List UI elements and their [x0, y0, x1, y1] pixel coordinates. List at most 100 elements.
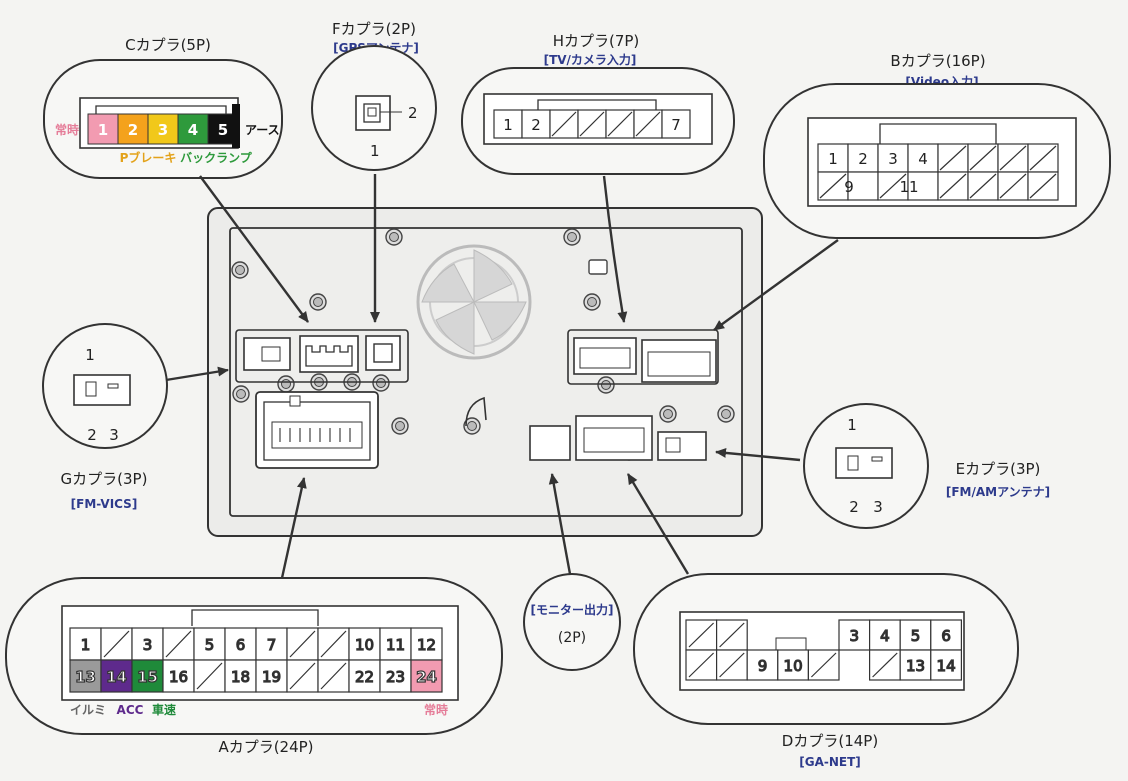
connector-c-pin: 5	[218, 121, 228, 139]
connector-e: 1 2 3 Eカプラ(3P) [FM/AMアンテナ]	[803, 403, 1050, 529]
callout-arrows	[165, 174, 839, 579]
pin-label: 18	[231, 668, 250, 686]
pin-label: 24	[416, 668, 437, 686]
empty-pin-slash	[810, 652, 837, 678]
empty-pin-slash	[289, 662, 316, 690]
empty-pin-slash	[320, 630, 347, 658]
fan-icon	[416, 244, 532, 360]
connector-f-pin: 2	[408, 104, 418, 122]
pin-label: 6	[941, 627, 951, 645]
pin-cell	[162, 659, 195, 693]
pin-label: 7	[267, 636, 277, 654]
connector-g: 1 2 3 Gカプラ(3P) [FM-VICS]	[42, 323, 168, 511]
connector-b-title: Bカプラ(16P)	[890, 52, 985, 70]
pin-cell	[255, 627, 288, 661]
empty-pin-slash	[289, 630, 316, 658]
connector-h-pin: 7	[671, 116, 681, 134]
connector-e-pin: 2	[849, 498, 859, 516]
connector-h-pin: 2	[531, 116, 541, 134]
connector-e-pin: 3	[873, 498, 883, 516]
pin-cell	[255, 659, 288, 693]
pin-label: 5	[205, 636, 215, 654]
monitor-output-title: [モニター出力]	[531, 602, 614, 617]
empty-pin-slash	[688, 652, 715, 678]
connector-b-pin: 1	[828, 150, 838, 168]
monitor-output-subtitle: (2P)	[558, 630, 586, 646]
connector-h: Hカプラ(7P) [TV/カメラ入力] 1 2 7	[461, 32, 735, 175]
connector-f-pin: 1	[370, 142, 380, 160]
connector-h-pin: 1	[503, 116, 513, 134]
connector-e-pin: 1	[847, 416, 857, 434]
pin-cell	[379, 627, 412, 661]
empty-pin-slash	[196, 662, 223, 690]
pin-label: 22	[355, 668, 374, 686]
pin-cell	[348, 659, 381, 693]
pin-label: 6	[236, 636, 246, 654]
pin-label: 1	[81, 636, 91, 654]
connector-c-title: Cカプラ(5P)	[125, 36, 211, 54]
pin-cell	[379, 659, 412, 693]
pin-cell	[777, 649, 809, 681]
pin-label: 5	[911, 627, 921, 645]
pin-cell	[410, 627, 443, 661]
connector-c-pin: 2	[128, 121, 138, 139]
pin-cell	[930, 649, 962, 681]
connector-a-label-speed: 車速	[152, 702, 176, 717]
connector-e-title: Eカプラ(3P)	[956, 460, 1041, 478]
connector-c-label-ground: アース	[245, 123, 280, 137]
connector-b-pin: 11	[899, 178, 918, 196]
connector-f: Fカプラ(2P) [GPSアンテナ] 2 1	[311, 20, 437, 171]
pin-cell	[838, 619, 871, 651]
empty-pin-slash	[872, 652, 898, 678]
connector-a-label-const: 常時	[424, 702, 448, 717]
connector-c-label-const: 常時	[55, 122, 79, 137]
connector-g-subtitle: [FM-VICS]	[71, 497, 138, 511]
pin-label: 19	[262, 668, 281, 686]
connector-c: Cカプラ(5P) 1 2 3 4 5 常時 アース Pブレーキ バックランプ	[43, 36, 283, 179]
connector-f-title: Fカプラ(2P)	[332, 20, 416, 38]
empty-pin-slash	[688, 622, 715, 648]
pin-label: 11	[386, 636, 405, 654]
connector-monitor-output: [モニター出力] (2P)	[523, 573, 621, 671]
connector-c-pin: 1	[98, 121, 108, 139]
pin-label: 15	[137, 668, 158, 686]
connector-b: Bカプラ(16P) [Video入力] 1 2 3 4 9 11	[763, 52, 1111, 239]
pin-cell	[224, 659, 257, 693]
connector-b-pin: 2	[858, 150, 868, 168]
pin-label: 3	[850, 627, 860, 645]
pin-label: 10	[784, 657, 803, 675]
pin-cell	[410, 659, 443, 693]
pin-label: 16	[169, 668, 188, 686]
connector-c-pin: 4	[188, 121, 198, 139]
connector-a-title: Aカプラ(24P)	[218, 738, 313, 756]
pin-cell	[100, 659, 133, 693]
connector-a-label-acc: ACC	[117, 703, 144, 717]
connector-d-subtitle: [GA-NET]	[799, 755, 861, 769]
navigation-unit-rear-panel	[207, 207, 763, 537]
pin-label: 12	[417, 636, 436, 654]
connector-g-pin: 1	[85, 346, 95, 364]
pin-label: 14	[106, 668, 127, 686]
connector-b-pin: 3	[888, 150, 898, 168]
pin-label: 13	[906, 657, 925, 675]
connector-c-label-pbrake: Pブレーキ	[120, 150, 177, 165]
connector-b-pin: 9	[844, 178, 854, 196]
connector-a-label-illumi: イルミ	[70, 703, 106, 717]
pin-label: 4	[880, 627, 890, 645]
pin-label: 9	[758, 657, 768, 675]
connector-b-pin: 4	[918, 150, 928, 168]
empty-pin-slash	[103, 630, 130, 658]
pin-label: 14	[937, 657, 956, 675]
connector-h-title: Hカプラ(7P)	[553, 32, 640, 50]
pin-label: 10	[355, 636, 374, 654]
connector-c-pin: 3	[158, 121, 168, 139]
empty-pin-slash	[165, 630, 192, 658]
pin-label: 13	[75, 668, 96, 686]
empty-pin-slash	[719, 652, 745, 678]
connector-g-pin: 2	[87, 426, 97, 444]
pin-cell	[746, 649, 779, 681]
empty-pin-slash	[320, 662, 347, 690]
